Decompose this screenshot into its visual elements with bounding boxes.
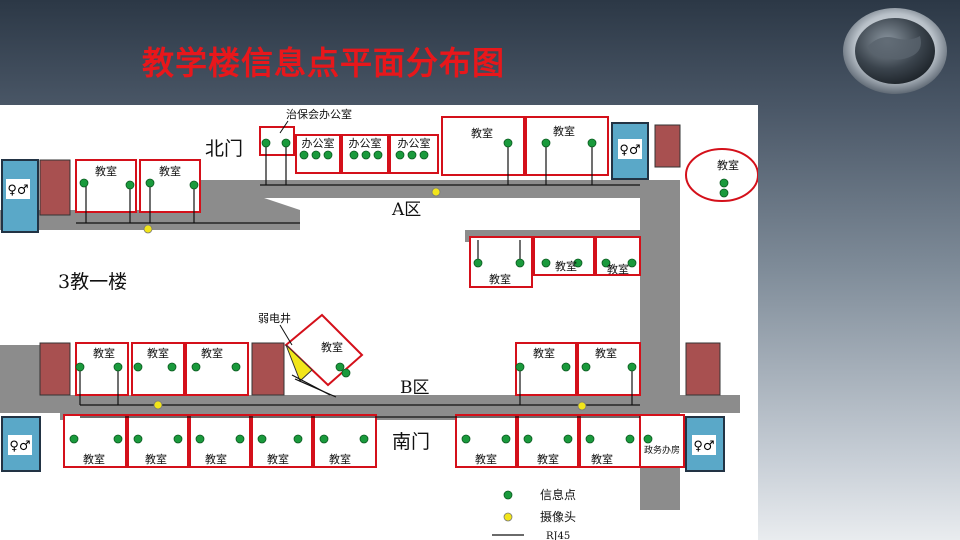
svg-text:办公室: 办公室 bbox=[349, 136, 382, 150]
svg-text:教室: 教室 bbox=[201, 346, 223, 360]
svg-text:教室: 教室 bbox=[553, 124, 575, 138]
svg-text:办公室: 办公室 bbox=[398, 136, 431, 150]
svg-text:教室: 教室 bbox=[595, 346, 617, 360]
floor-plan-drawing: ♀♂ ♀♂ ♀♂ ♀♂ bbox=[0, 107, 758, 540]
legend-rj45: RJ45 bbox=[546, 531, 570, 540]
weak-well-label: 弱电井 bbox=[258, 311, 291, 325]
svg-text:教室: 教室 bbox=[95, 164, 117, 178]
page-title: 教学楼信息点平面分布图 bbox=[142, 44, 506, 82]
svg-text:教室: 教室 bbox=[329, 452, 351, 466]
floor-plan: ♀♂ ♀♂ ♀♂ ♀♂ bbox=[0, 105, 758, 540]
svg-text:教室: 教室 bbox=[159, 164, 181, 178]
cable-lines bbox=[76, 145, 640, 418]
toilet-icons: ♀♂ ♀♂ ♀♂ ♀♂ bbox=[1, 122, 725, 472]
legend-info-point: 信息点 bbox=[540, 487, 576, 502]
svg-text:教室: 教室 bbox=[537, 452, 559, 466]
svg-text:教室: 教室 bbox=[475, 452, 497, 466]
cameras bbox=[143, 187, 587, 522]
svg-text:教室: 教室 bbox=[147, 346, 169, 360]
globe-logo-icon bbox=[843, 8, 947, 94]
svg-text:♀♂: ♀♂ bbox=[693, 439, 714, 454]
security-office-label: 治保会办公室 bbox=[286, 107, 352, 121]
svg-text:教室: 教室 bbox=[471, 126, 493, 140]
svg-text:教室: 教室 bbox=[145, 452, 167, 466]
svg-text:教室: 教室 bbox=[607, 262, 629, 276]
building-label: 3教一楼 bbox=[58, 271, 127, 293]
svg-text:政务办房: 政务办房 bbox=[644, 444, 680, 456]
svg-text:♀♂: ♀♂ bbox=[7, 183, 28, 198]
svg-text:教室: 教室 bbox=[717, 158, 739, 172]
north-gate-label: 北门 bbox=[205, 138, 243, 160]
svg-text:办公室: 办公室 bbox=[302, 136, 335, 150]
svg-text:教室: 教室 bbox=[533, 346, 555, 360]
stairs bbox=[39, 124, 721, 396]
svg-text:教室: 教室 bbox=[93, 346, 115, 360]
svg-text:教室: 教室 bbox=[267, 452, 289, 466]
svg-text:教室: 教室 bbox=[555, 259, 577, 273]
svg-text:教室: 教室 bbox=[591, 452, 613, 466]
svg-text:教室: 教室 bbox=[489, 272, 511, 286]
south-gate-label: 南门 bbox=[392, 431, 430, 453]
weak-well-area bbox=[285, 344, 313, 382]
legend: 信息点 摄像头 RJ45 bbox=[540, 487, 576, 540]
info-points bbox=[69, 138, 729, 500]
legend-camera: 摄像头 bbox=[540, 509, 576, 524]
zone-a-label: A区 bbox=[391, 200, 421, 220]
svg-text:♀♂: ♀♂ bbox=[9, 439, 30, 454]
zone-b-label: B区 bbox=[400, 378, 430, 398]
room-labels: 教室 教室 办公室 办公室 办公室 教室 教室 教室 教室 教室 教室 教室 教… bbox=[83, 124, 739, 466]
svg-text:教室: 教室 bbox=[83, 452, 105, 466]
svg-text:教室: 教室 bbox=[321, 340, 343, 354]
svg-text:教室: 教室 bbox=[205, 452, 227, 466]
svg-text:♀♂: ♀♂ bbox=[619, 143, 640, 158]
